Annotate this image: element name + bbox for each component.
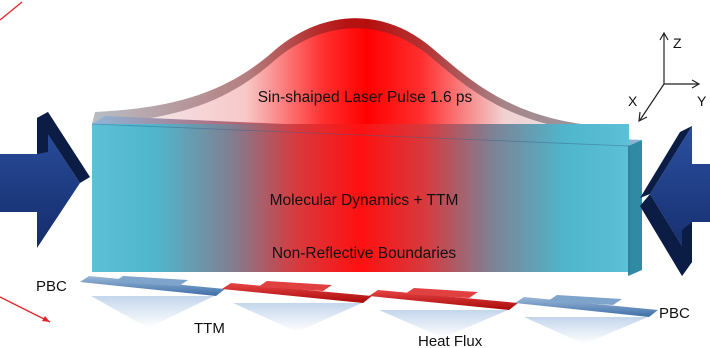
md-ttm-label: Molecular Dynamics + TTM: [270, 192, 459, 209]
axes-triad: [638, 31, 701, 123]
pointer-line-bottom: [0, 296, 51, 323]
axis-x-label: X: [628, 93, 638, 109]
slab-side-face: [628, 140, 642, 276]
ttm-label: TTM: [194, 320, 225, 337]
pbc-label-left: PBC: [36, 278, 67, 295]
boundary-pad-3: [369, 288, 518, 338]
slab-front-face: [92, 124, 629, 272]
boundary-pad-2: [222, 281, 372, 332]
boundary-label: Non-Reflective Boundaries: [272, 245, 457, 262]
axis-y-label: Y: [697, 93, 707, 109]
axis-z-label: Z: [673, 35, 682, 51]
left-pbc-arrow: [0, 112, 90, 248]
laser-pulse-label: Sin-shaiped Laser Pulse 1.6 ps: [258, 89, 473, 106]
laser-pulse: [92, 18, 642, 145]
right-pbc-arrow: [640, 126, 710, 276]
pbc-label-right: PBC: [659, 305, 690, 322]
pointer-line-top: [0, 1, 23, 21]
heat-flux-label: Heat Flux: [418, 333, 483, 348]
boundary-pad-4: [515, 295, 658, 344]
pointer-arrowhead: [42, 316, 50, 322]
boundary-pad-1: [80, 276, 225, 328]
